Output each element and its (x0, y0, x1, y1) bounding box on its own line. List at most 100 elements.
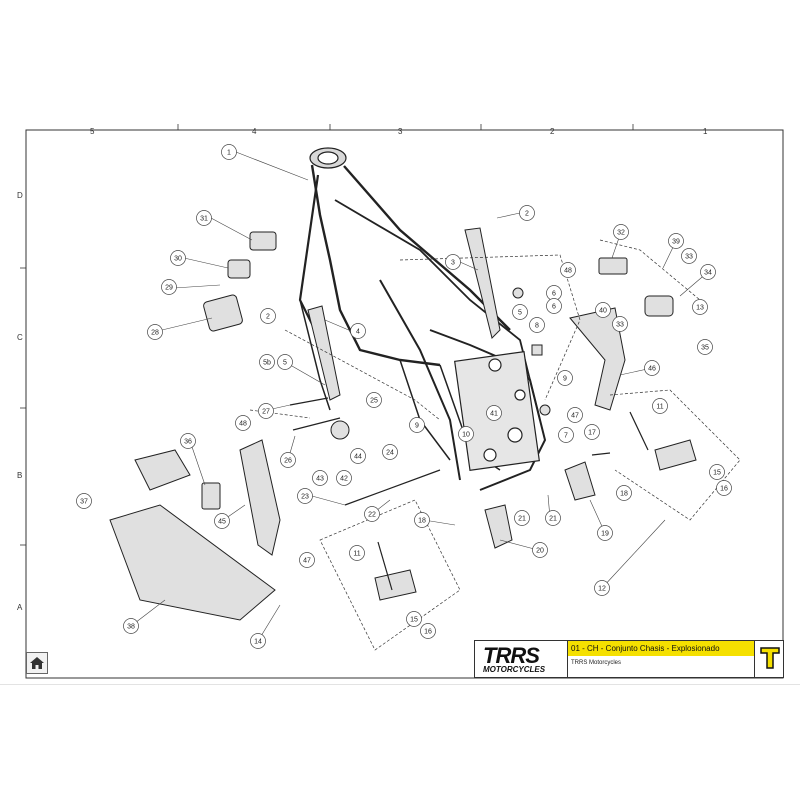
callout-41: 41 (486, 405, 502, 421)
callout-15: 15 (406, 611, 422, 627)
svg-text:33: 33 (685, 254, 693, 261)
brand-cell: TRRS MOTORCYCLES (475, 641, 568, 677)
svg-text:21: 21 (549, 516, 557, 523)
svg-text:10: 10 (462, 432, 470, 439)
callout-33: 33 (681, 248, 697, 264)
svg-text:24: 24 (386, 450, 394, 457)
drawing-title: 01 - CH - Conjunto Chasis - Explosionado (568, 641, 754, 656)
zone-row-A: A (17, 603, 23, 612)
callout-10: 10 (458, 426, 474, 442)
callout-15: 15 (709, 464, 725, 480)
svg-text:47: 47 (303, 558, 311, 565)
callout-24: 24 (382, 444, 398, 460)
home-icon (30, 657, 44, 669)
svg-text:9: 9 (415, 423, 419, 430)
svg-text:25: 25 (370, 398, 378, 405)
callout-11: 11 (652, 398, 668, 414)
callout-36: 36 (180, 433, 196, 449)
svg-text:2: 2 (266, 314, 270, 321)
callout-47: 47 (567, 407, 583, 423)
svg-text:43: 43 (316, 476, 324, 483)
svg-text:31: 31 (200, 216, 208, 223)
zone-row-C: C (17, 333, 23, 342)
drawing-border (25, 129, 784, 679)
svg-text:41: 41 (490, 411, 498, 418)
callout-23: 23 (297, 488, 313, 504)
callout-17: 17 (584, 424, 600, 440)
callout-13: 13 (692, 299, 708, 315)
callout-30: 30 (170, 250, 186, 266)
callout-22: 22 (364, 506, 380, 522)
callout-4: 4 (350, 323, 366, 339)
callout-18: 18 (616, 485, 632, 501)
zone-row-B: B (17, 471, 22, 480)
svg-text:35: 35 (701, 345, 709, 352)
page-bottom-rule (0, 684, 800, 685)
callout-46: 46 (644, 360, 660, 376)
callout-5b: 5b (259, 354, 275, 370)
callout-16: 16 (716, 480, 732, 496)
callout-11: 11 (349, 545, 365, 561)
svg-text:7: 7 (564, 433, 568, 440)
svg-text:44: 44 (354, 454, 362, 461)
svg-text:37: 37 (80, 499, 88, 506)
axles-bolts (289, 397, 649, 591)
callout-29: 29 (161, 279, 177, 295)
svg-text:13: 13 (696, 305, 704, 312)
callout-14: 14 (250, 633, 266, 649)
callout-20: 20 (532, 542, 548, 558)
subframe-parts (109, 227, 697, 621)
callout-19: 19 (597, 525, 613, 541)
callout-38: 38 (123, 618, 139, 634)
callout-44: 44 (350, 448, 366, 464)
svg-text:5b: 5b (263, 360, 271, 367)
svg-text:23: 23 (301, 494, 309, 501)
callout-12: 12 (594, 580, 610, 596)
svg-text:33: 33 (616, 322, 624, 329)
brand-logo: TRRS (483, 643, 540, 668)
callout-28: 28 (147, 324, 163, 340)
callout-2: 2 (260, 308, 276, 324)
svg-text:1: 1 (227, 150, 231, 157)
callout-34: 34 (700, 264, 716, 280)
callout-48: 48 (235, 415, 251, 431)
svg-text:29: 29 (165, 285, 173, 292)
zone-col-3: 3 (398, 127, 403, 136)
part-callouts: 1 2 2 3 4 5 5 5b 6 6 7 8 9 9 10 11 11 12… (76, 144, 732, 649)
callout-21: 21 (545, 510, 561, 526)
callout-45: 45 (214, 513, 230, 529)
svg-text:6: 6 (552, 304, 556, 311)
svg-text:42: 42 (340, 476, 348, 483)
svg-text:16: 16 (720, 486, 728, 493)
svg-text:19: 19 (601, 531, 609, 538)
logo-cell (754, 641, 784, 677)
zone-col-1: 1 (703, 127, 708, 136)
title-block: TRRS MOTORCYCLES 01 - CH - Conjunto Chas… (474, 640, 784, 678)
svg-text:18: 18 (620, 491, 628, 498)
svg-text:32: 32 (617, 230, 625, 237)
callout-26: 26 (280, 452, 296, 468)
svg-text:4: 4 (356, 329, 360, 336)
svg-text:11: 11 (656, 404, 663, 411)
company-name: TRRS Motorcycles (571, 660, 622, 666)
callout-42: 42 (336, 470, 352, 486)
svg-text:5: 5 (518, 310, 522, 317)
svg-text:11: 11 (353, 551, 360, 558)
svg-text:26: 26 (284, 458, 292, 465)
callout-21: 21 (514, 510, 530, 526)
callout-5: 5 (512, 304, 528, 320)
callout-40: 40 (595, 302, 611, 318)
zone-col-4: 4 (252, 127, 257, 136)
svg-text:18: 18 (418, 518, 426, 525)
svg-text:17: 17 (588, 430, 596, 437)
svg-text:40: 40 (599, 308, 607, 315)
svg-text:20: 20 (536, 548, 544, 555)
svg-text:16: 16 (424, 629, 432, 636)
svg-text:45: 45 (218, 519, 226, 526)
callout-9: 9 (409, 417, 425, 433)
zone-row-D: D (17, 191, 23, 200)
callout-8: 8 (529, 317, 545, 333)
svg-text:8: 8 (535, 323, 539, 330)
home-button[interactable] (26, 652, 48, 674)
